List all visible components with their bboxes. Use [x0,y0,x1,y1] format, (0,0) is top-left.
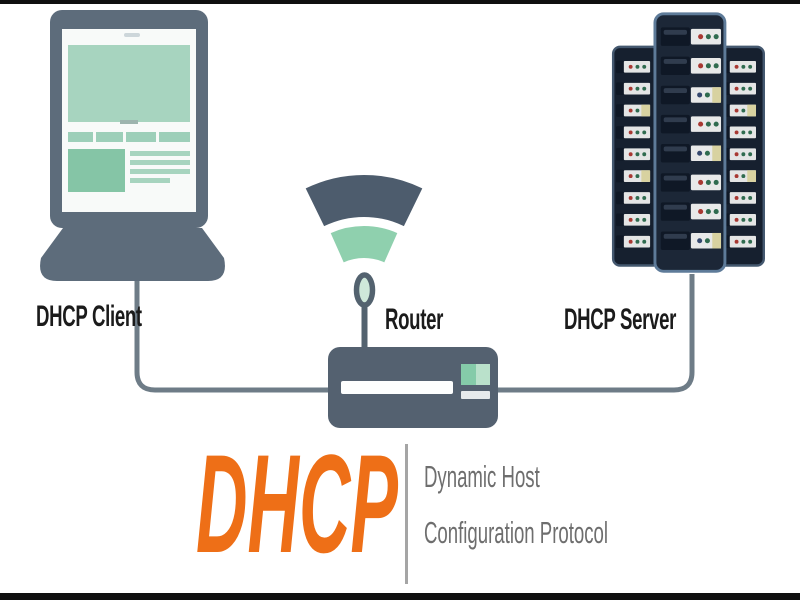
wifi-inner-arc [330,226,398,263]
wifi-signal-icon [305,174,423,352]
logo-subtitle: Dynamic Host Configuration Protocol [424,449,608,561]
letterbox-top-bar [0,0,800,4]
server-rack-left [611,45,662,267]
router-label: Router [385,303,444,336]
webcam-icon [124,33,140,37]
wifi-outer-arc [305,174,423,227]
laptop-icon [40,10,225,281]
subtitle-line-1: Dynamic Host [424,459,540,494]
dhcp-logo-text: DHCP [196,442,398,564]
server-rack-icon [611,12,765,273]
client-label: DHCP Client [36,300,142,333]
subtitle-line-2: Configuration Protocol [424,515,609,550]
server-router-cable [496,274,695,393]
router-device-icon [328,347,498,428]
antenna-icon [353,272,376,308]
dhcp-logo: DHCP [196,442,398,564]
logo-divider [405,444,408,584]
router-led-panel [461,364,490,399]
letterbox-bottom-bar [0,593,800,600]
server-label: DHCP Server [564,303,677,336]
router-slot [341,381,453,394]
laptop-base [40,228,225,281]
client-router-cable [134,278,332,393]
screen-content [68,45,190,192]
server-rack-center [653,12,727,273]
